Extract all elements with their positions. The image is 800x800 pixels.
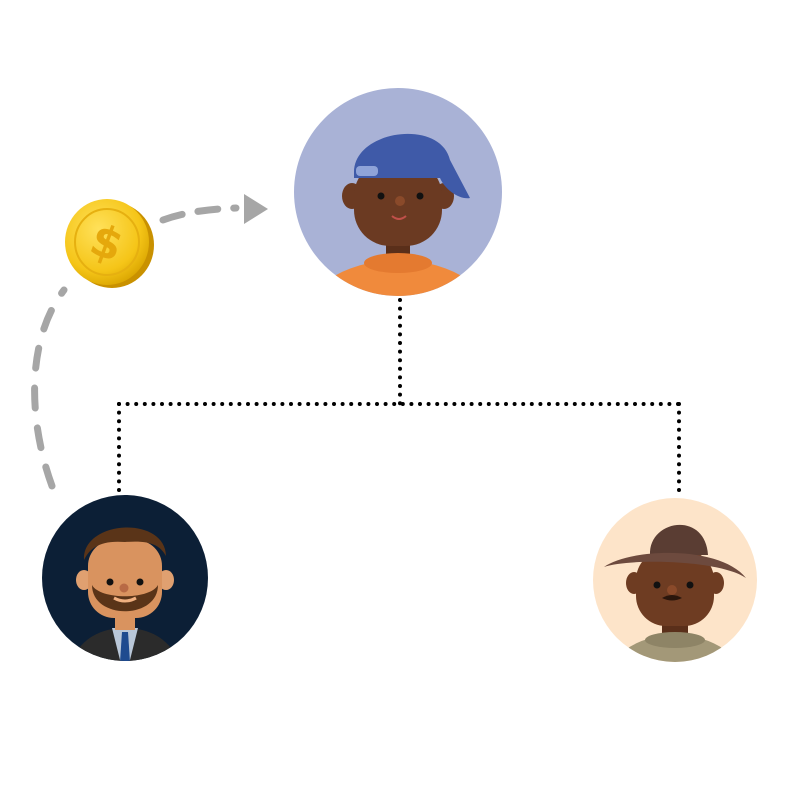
beard [92,585,158,612]
hair [83,527,166,560]
shirt [605,635,745,662]
dollar-coin-icon: $ [65,199,154,288]
shirt [298,260,498,296]
avatar-parent [294,88,502,296]
hierarchy-connectors [117,298,681,498]
arrowhead-icon [244,194,268,224]
hat [649,524,708,555]
avatar-child-left [42,495,208,661]
money-flow-arrow [31,204,240,490]
flow-dash-top [159,204,240,224]
avatar-child-right [593,498,757,662]
flow-dash-curve [31,286,68,490]
mustache [662,595,682,601]
cap [354,133,470,199]
